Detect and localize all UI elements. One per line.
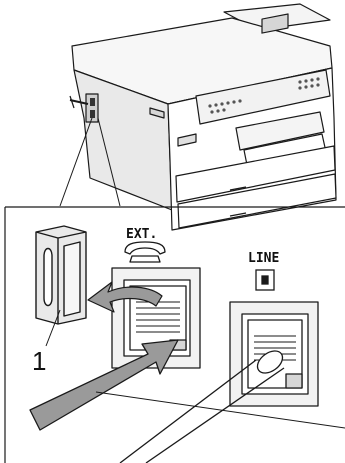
ext-label: EXT. xyxy=(126,227,157,242)
wall-jack-icon xyxy=(256,270,274,290)
insertion-arrow xyxy=(30,340,178,430)
line-label: LINE xyxy=(248,251,279,266)
detail-zoom-box: EXT. xyxy=(5,207,345,463)
printer-illustration xyxy=(70,4,336,230)
protective-cap xyxy=(36,226,86,324)
telephone-handset-icon xyxy=(125,242,165,262)
callout-number-1: 1 xyxy=(32,346,46,376)
